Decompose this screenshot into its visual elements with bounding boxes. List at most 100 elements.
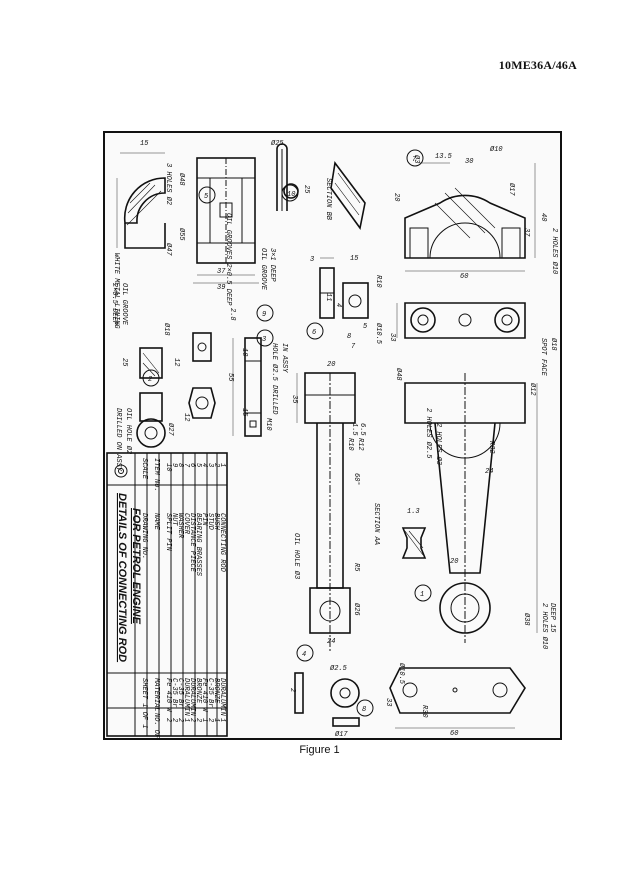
dim-30: 30	[465, 158, 473, 166]
parts-row-material: C-35 Br	[170, 678, 178, 707]
col-item: ITEM No.	[152, 458, 160, 492]
dim-25d: 25	[120, 358, 128, 367]
dim-r5: R5	[352, 563, 360, 572]
parts-row-name: CONNECTING ROD	[218, 513, 226, 573]
distance-piece	[319, 257, 369, 319]
part-balloons: 10 7 9 3 6 5 1 4 8 2	[142, 149, 432, 717]
dim-47: Ø47	[164, 242, 173, 256]
parts-row-material: C-35 Br	[176, 678, 184, 707]
dim-4: 4	[334, 303, 342, 307]
dim-60: 60	[460, 273, 468, 281]
parts-row-material: Fe 410 W	[164, 678, 172, 712]
label-oil-groove-b: OIL GROOVE	[120, 283, 128, 326]
part-6: 6	[312, 329, 316, 337]
dim-phi38: Ø38	[522, 612, 531, 626]
dim-phi27: Ø27	[166, 422, 175, 436]
parts-row-qty: 1	[212, 718, 220, 722]
dim-60deg: 60°	[352, 473, 361, 486]
parts-row-name: BUSH	[212, 513, 220, 531]
dim-phi3: Ø3	[412, 154, 421, 163]
dim-r12: R12	[356, 438, 364, 451]
dim-r32: R32	[487, 441, 495, 454]
dim-12b: 12	[172, 358, 180, 366]
dim-phi17b: Ø17	[334, 730, 348, 738]
cover-plan	[396, 302, 526, 339]
dim-37: 37	[217, 268, 226, 276]
dim-18b: 18	[240, 348, 248, 356]
dim-2-8: 2.8	[228, 308, 236, 321]
dim-3: 3	[310, 256, 314, 264]
dim-r10: R10	[374, 275, 382, 288]
dim-35: 35	[290, 395, 298, 404]
col-material: MATERIAL	[152, 678, 160, 712]
label-oil-hole-phi2: OIL HOLE Ø2	[124, 408, 133, 454]
dim-7: 7	[351, 343, 356, 351]
parts-row-material: Fe 410 W	[200, 678, 208, 712]
label-spot-face-dia: Ø18	[549, 337, 558, 351]
section-aa	[401, 527, 427, 559]
parts-row-qty: 1	[182, 718, 190, 722]
parts-row-qty: 2	[206, 718, 214, 722]
dim-r10b: R10	[346, 438, 354, 451]
part-9: 9	[262, 311, 266, 319]
col-drawing: DRAWING No.	[140, 513, 148, 559]
dim-20: 20	[327, 361, 335, 369]
dim-39: 39	[217, 284, 225, 292]
label-holes-3: 3 HOLES Ø2	[164, 163, 173, 205]
label-deep15: DEEP 15	[548, 603, 556, 633]
dim-20b: 20	[450, 558, 458, 566]
dim-33c: 33	[384, 698, 392, 706]
dim-25b: 25	[302, 185, 310, 194]
parts-row-qty: 2	[170, 718, 178, 722]
title-block	[106, 452, 228, 737]
dim-phi26: Ø26	[352, 602, 361, 616]
label-two-holes-phi3: 2 HOLES Ø3	[434, 423, 443, 465]
dim-2: 2	[288, 688, 296, 692]
parts-row-item-no: 6	[188, 463, 196, 467]
dim-37b: 37	[522, 228, 530, 237]
dim-phi17: Ø17	[507, 182, 516, 196]
parts-row-item-no: 9	[170, 463, 178, 467]
label-oil-groove-top: OIL GROOVE	[259, 248, 267, 291]
parts-row-name: SPLIT PIN	[164, 513, 172, 552]
dim-11: 11	[324, 293, 332, 301]
parts-row-item-no: 2	[212, 463, 220, 467]
part-4: 4	[302, 651, 306, 659]
parts-row-qty: 2	[188, 718, 196, 722]
engineering-drawing-frame: WHITE METAL LINING 15 3 HOLES Ø2 Ø48 Ø55…	[103, 131, 562, 740]
bearing-brass-side	[193, 157, 259, 284]
label-drilled-on-assy: DRILLED ON ASSY	[114, 408, 122, 472]
dim-48: Ø48	[177, 172, 186, 186]
label-in-assy: IN ASSY	[280, 343, 288, 373]
dim-13-5: 13.5	[435, 153, 453, 161]
parts-row-material: DURALUMIN	[182, 678, 190, 717]
parts-row-item-no: 10	[164, 463, 172, 471]
label-two-holes-phi10: 2 HOLES Ø10	[550, 228, 559, 274]
dim-5: 5	[363, 323, 368, 331]
dim-1-5: 1.5	[350, 423, 358, 436]
parts-row-material: BRONZE	[194, 678, 202, 704]
part-2: 2	[148, 376, 152, 384]
dim-r30: R30	[420, 705, 428, 718]
bearing-brass-view	[116, 152, 166, 249]
dim-12: Ø12	[528, 382, 537, 396]
part-8: 8	[362, 706, 366, 714]
col-scale: SCALE	[140, 458, 148, 480]
dim-phi2-5: Ø2.5	[329, 664, 348, 673]
dim-phi48: Ø48	[394, 367, 403, 381]
stud	[232, 337, 262, 437]
label-section-aa: SECTION AA	[372, 503, 380, 545]
washer-nut	[294, 672, 360, 727]
label-section-bb: SECTION BB	[324, 178, 332, 220]
dim-15: 15	[140, 140, 149, 148]
part-1: 1	[420, 591, 424, 599]
label-white-metal: WHITE METAL LINING	[112, 253, 120, 329]
parts-row-item-no: 4	[200, 463, 208, 467]
drawing-canvas: WHITE METAL LINING 15 3 HOLES Ø2 Ø48 Ø55…	[106, 139, 559, 738]
figure-caption: Figure 1	[299, 744, 340, 756]
rod-elevation	[404, 373, 538, 643]
parts-row-name: STUD	[206, 513, 214, 531]
cover-view	[404, 162, 536, 272]
dim-55: Ø55	[177, 227, 186, 241]
